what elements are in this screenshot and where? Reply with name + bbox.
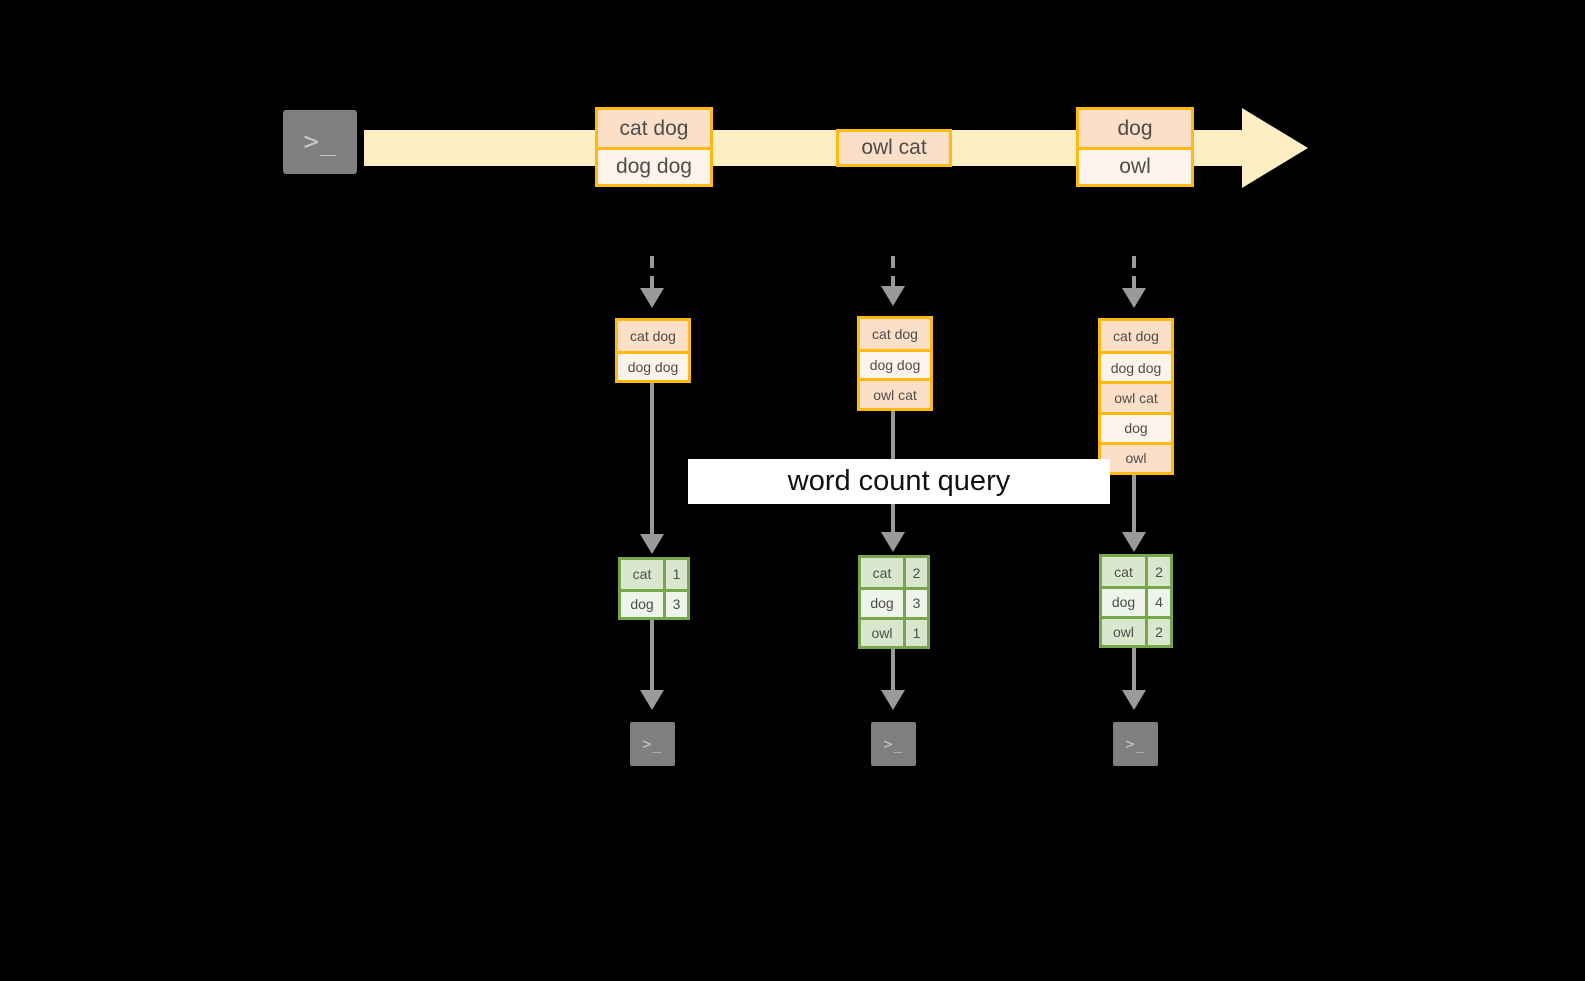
snapshot-1-result-table: cat 1 dog 3 xyxy=(618,557,690,620)
snapshot-3-feed-line xyxy=(1132,256,1136,292)
word-cell: dog xyxy=(861,590,903,617)
table-row: dog 3 xyxy=(621,588,687,617)
source-terminal-icon: >_ xyxy=(276,103,364,181)
word-cell: cat xyxy=(1102,557,1146,587)
snapshot-2-state: cat dog dog dog owl cat xyxy=(857,316,933,411)
snapshot-1-query-arrowhead xyxy=(640,534,664,554)
record-line: owl xyxy=(1079,147,1191,184)
snapshot-3-feed-arrowhead xyxy=(1122,288,1146,308)
count-cell: 2 xyxy=(903,558,927,588)
stream-batch-1: cat dog dog dog xyxy=(595,107,713,187)
table-row: owl 1 xyxy=(861,616,927,646)
snapshot-1-sink-arrowhead xyxy=(640,690,664,710)
query-label-band: word count query xyxy=(688,459,1110,504)
state-line: dog dog xyxy=(860,348,930,379)
state-line: owl xyxy=(1101,441,1171,472)
stream-arrow-head xyxy=(1242,108,1308,188)
state-line: dog xyxy=(1101,411,1171,442)
snapshot-1-feed-arrowhead xyxy=(640,288,664,308)
count-cell: 2 xyxy=(1145,557,1170,587)
table-row: cat 2 xyxy=(1102,557,1170,587)
count-cell: 1 xyxy=(663,560,687,589)
table-row: cat 1 xyxy=(621,560,687,589)
snapshot-3-query-arrowhead xyxy=(1122,532,1146,552)
state-line: dog dog xyxy=(618,350,688,380)
count-cell: 3 xyxy=(663,591,687,617)
snapshot-3-state: cat dog dog dog owl cat dog owl xyxy=(1098,318,1174,475)
word-cell: owl xyxy=(861,619,903,646)
snapshot-2-sink-terminal-icon: >_ xyxy=(865,716,922,772)
count-cell: 4 xyxy=(1145,589,1170,616)
terminal-prompt-glyph: >_ xyxy=(303,127,337,157)
snapshot-2-sink-line xyxy=(891,649,895,693)
stream-batch-2: owl cat xyxy=(836,129,952,167)
word-cell: cat xyxy=(861,558,903,588)
snapshot-3-sink-line xyxy=(1132,648,1136,693)
count-cell: 3 xyxy=(903,590,927,617)
snapshot-3-sink-arrowhead xyxy=(1122,690,1146,710)
snapshot-1-feed-line xyxy=(650,256,654,292)
snapshot-2-query-arrowhead xyxy=(881,532,905,552)
snapshot-1-state: cat dog dog dog xyxy=(615,318,691,383)
word-cell: owl xyxy=(1102,618,1146,645)
terminal-prompt-glyph: >_ xyxy=(883,735,904,753)
record-line: cat dog xyxy=(598,110,710,147)
table-row: owl 2 xyxy=(1102,615,1170,645)
snapshot-2-feed-arrowhead xyxy=(881,286,905,306)
state-line: cat dog xyxy=(860,319,930,349)
table-row: dog 4 xyxy=(1102,586,1170,616)
record-line: owl cat xyxy=(839,132,949,164)
count-cell: 2 xyxy=(1145,618,1170,645)
count-cell: 1 xyxy=(903,619,927,646)
record-line: dog xyxy=(1079,110,1191,147)
snapshot-1-query-line xyxy=(650,383,654,538)
state-line: owl cat xyxy=(1101,381,1171,412)
snapshot-3-sink-terminal-icon: >_ xyxy=(1107,716,1164,772)
query-label-text: word count query xyxy=(787,465,1011,497)
state-line: dog dog xyxy=(1101,351,1171,382)
snapshot-3-query-line xyxy=(1132,475,1136,536)
state-line: cat dog xyxy=(1101,321,1171,352)
snapshot-3-result-table: cat 2 dog 4 owl 2 xyxy=(1099,554,1173,648)
table-row: dog 3 xyxy=(861,587,927,617)
snapshot-2-result-table: cat 2 dog 3 owl 1 xyxy=(858,555,930,649)
table-row: cat 2 xyxy=(861,558,927,588)
state-line: cat dog xyxy=(618,321,688,351)
word-cell: dog xyxy=(621,591,663,617)
snapshot-2-feed-line xyxy=(891,256,895,290)
stream-batch-3: dog owl xyxy=(1076,107,1194,187)
snapshot-2-sink-arrowhead xyxy=(881,690,905,710)
state-line: owl cat xyxy=(860,378,930,408)
word-cell: cat xyxy=(621,560,663,589)
terminal-prompt-glyph: >_ xyxy=(642,735,663,753)
terminal-prompt-glyph: >_ xyxy=(1125,735,1146,753)
record-line: dog dog xyxy=(598,147,710,184)
snapshot-1-sink-terminal-icon: >_ xyxy=(624,716,681,772)
snapshot-1-sink-line xyxy=(650,620,654,693)
word-cell: dog xyxy=(1102,589,1146,616)
